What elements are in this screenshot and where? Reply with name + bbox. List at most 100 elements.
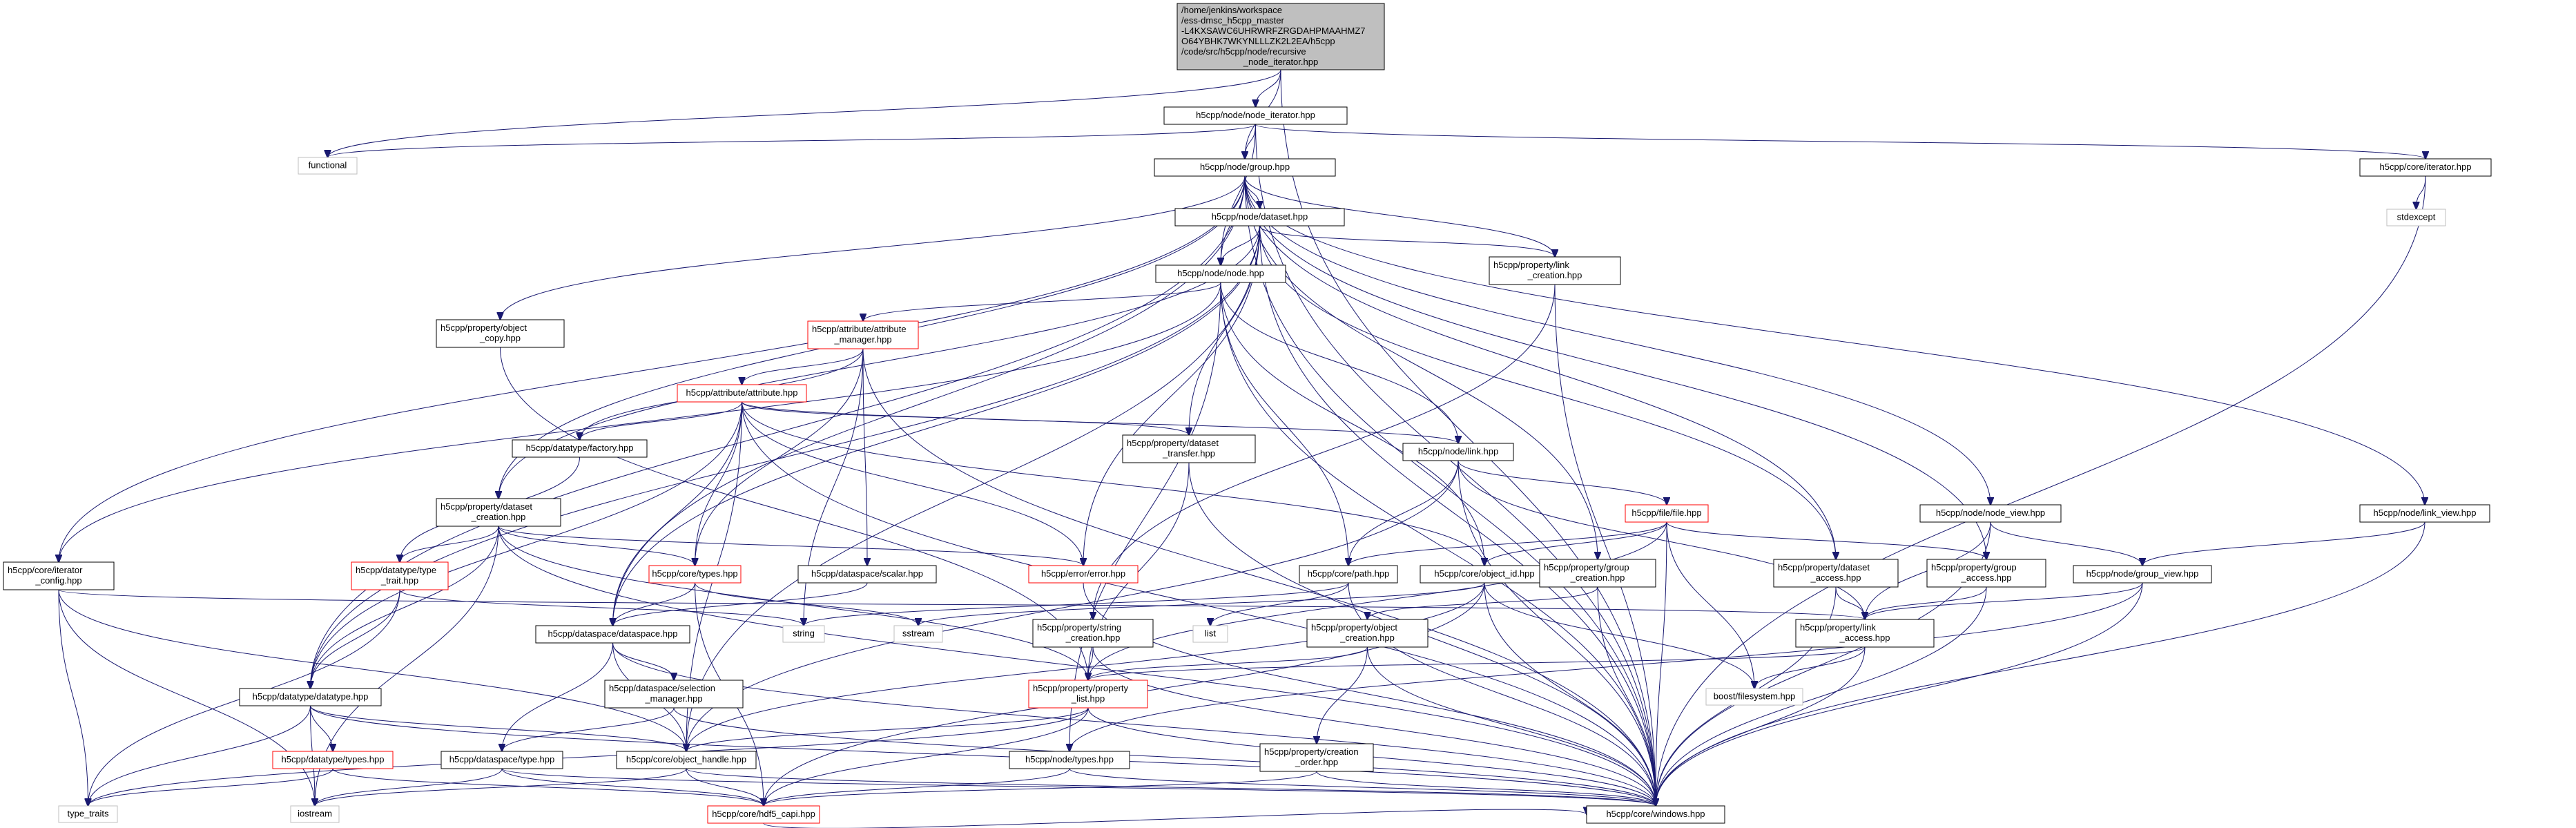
node-dataspace_type[interactable]: h5cpp/dataspace/type.hpp	[440, 751, 563, 769]
edge-attribute-to-core_types	[695, 401, 742, 566]
node-label-object_handle-0: h5cpp/core/object_handle.hpp	[626, 754, 746, 764]
node-label-attribute-0: h5cpp/attribute/attribute.hpp	[686, 387, 798, 398]
node-windows[interactable]: h5cpp/core/windows.hpp	[1586, 805, 1725, 824]
node-box-creation_order	[1259, 743, 1374, 772]
edge-datatype-to-object_handle	[310, 705, 687, 751]
node-box-scalar	[797, 565, 937, 584]
edge-property_list-to-type_traits	[88, 707, 1089, 806]
node-error[interactable]: h5cpp/error/error.hpp	[1028, 565, 1139, 584]
node-group[interactable]: h5cpp/node/group.hpp	[1154, 158, 1336, 177]
edge-property_list-to-hdf5_capi	[764, 707, 1089, 806]
edge-group-to-object_copy	[501, 175, 1246, 320]
edge-link-to-link_access	[1458, 460, 1865, 619]
node-box-group	[1154, 158, 1336, 177]
node-box-link	[1402, 443, 1514, 461]
node-label-selection_manager-1: _manager.hpp	[644, 693, 702, 704]
node-dataspace[interactable]: h5cpp/dataspace/dataspace.hpp	[535, 625, 690, 644]
node-box-root	[1176, 3, 1385, 70]
node-node_view[interactable]: h5cpp/node/node_view.hpp	[1919, 504, 2062, 523]
node-core_types[interactable]: h5cpp/core/types.hpp	[648, 565, 742, 584]
node-string_creation[interactable]: h5cpp/property/string_creation.hpp	[1032, 619, 1154, 648]
node-box-windows	[1586, 805, 1725, 824]
node-box-dataspace	[535, 625, 690, 644]
node-label-link_view-0: h5cpp/node/link_view.hpp	[2374, 508, 2477, 518]
edge-file-to-object_id	[1484, 521, 1667, 566]
edge-object_id-to-object_handle	[686, 582, 1485, 751]
node-box-type_trait	[351, 561, 449, 590]
node-group_view[interactable]: h5cpp/node/group_view.hpp	[2073, 565, 2212, 584]
edge-dataset_access-to-link_access	[1835, 586, 1865, 619]
node-datatype_types[interactable]: h5cpp/datatype/types.hpp	[272, 751, 394, 769]
node-attribute[interactable]: h5cpp/attribute/attribute.hpp	[677, 384, 807, 403]
edge-link_access-to-property_list	[1088, 646, 1866, 680]
node-type_trait[interactable]: h5cpp/datatype/type_trait.hpp	[351, 561, 449, 590]
node-property_list[interactable]: h5cpp/property/property_list.hpp	[1028, 680, 1148, 709]
node-label-node_types-0: h5cpp/node/types.hpp	[1025, 754, 1114, 764]
node-box-iostream	[290, 805, 340, 823]
node-type_traits: type_traits	[58, 805, 118, 823]
node-label-root-0: /home/jenkins/workspace	[1181, 5, 1282, 15]
edge-dataset-to-windows	[1259, 225, 1656, 806]
node-group_access[interactable]: h5cpp/property/group_access.hpp	[1926, 559, 2046, 588]
node-object_handle[interactable]: h5cpp/core/object_handle.hpp	[616, 751, 757, 769]
node-box-object_handle	[616, 751, 757, 769]
node-path[interactable]: h5cpp/core/path.hpp	[1299, 565, 1398, 584]
edge-attribute-to-object_id	[742, 401, 1485, 566]
node-dataset_creation[interactable]: h5cpp/property/dataset_creation.hpp	[436, 498, 561, 527]
node-box-type_traits	[58, 805, 118, 823]
node-box-object_id	[1420, 565, 1549, 584]
edge-object_creation-to-property_list	[1088, 646, 1368, 680]
node-box-string	[782, 625, 825, 643]
node-node_iterator[interactable]: h5cpp/node/node_iterator.hpp	[1163, 106, 1348, 125]
node-datatype[interactable]: h5cpp/datatype/datatype.hpp	[239, 688, 382, 706]
node-box-dataset_creation	[436, 498, 561, 527]
node-label-root-5: _node_iterator.hpp	[1243, 57, 1318, 67]
node-dataset[interactable]: h5cpp/node/dataset.hpp	[1174, 208, 1345, 227]
node-label-functional-0: functional	[309, 160, 347, 171]
edge-link_access-to-boost_filesystem	[1754, 646, 1866, 689]
node-node_types[interactable]: h5cpp/node/types.hpp	[1009, 751, 1130, 769]
node-box-property_list	[1028, 680, 1148, 709]
node-attribute_manager[interactable]: h5cpp/attribute/attribute_manager.hpp	[807, 320, 919, 349]
edge-dataspace_type-to-iostream	[315, 768, 503, 806]
edge-group-to-datatype	[311, 175, 1246, 689]
edge-datatype-to-type_traits	[88, 705, 311, 806]
node-group_creation[interactable]: h5cpp/property/group_creation.hpp	[1539, 559, 1656, 588]
node-file[interactable]: h5cpp/file/file.hpp	[1625, 504, 1709, 523]
node-creation_order[interactable]: h5cpp/property/creation_order.hpp	[1259, 743, 1374, 772]
node-object_creation[interactable]: h5cpp/property/object_creation.hpp	[1306, 619, 1429, 648]
node-label-dataset_transfer-0: h5cpp/property/dataset	[1127, 438, 1219, 448]
node-object_copy[interactable]: h5cpp/property/object_copy.hpp	[436, 319, 565, 348]
node-link[interactable]: h5cpp/node/link.hpp	[1402, 443, 1514, 461]
node-label-dataset_creation-1: _creation.hpp	[471, 512, 526, 522]
edge-type_trait-to-string	[399, 589, 804, 626]
node-link_view[interactable]: h5cpp/node/link_view.hpp	[2359, 504, 2490, 523]
node-box-functional	[298, 157, 358, 175]
edge-group-to-node_view	[1244, 175, 1991, 505]
node-datatype_factory[interactable]: h5cpp/datatype/factory.hpp	[512, 439, 648, 458]
edge-attribute-to-link	[742, 401, 1459, 443]
node-object_id[interactable]: h5cpp/core/object_id.hpp	[1420, 565, 1549, 584]
node-node[interactable]: h5cpp/node/node.hpp	[1155, 264, 1286, 283]
edge-group-to-group_access	[1244, 175, 1986, 559]
edge-group-to-iterator_config	[59, 175, 1246, 562]
edge-node-to-windows	[1220, 282, 1656, 806]
edge-attribute-to-datatype_factory	[580, 401, 742, 440]
edge-dataspace-to-windows	[612, 642, 1656, 806]
node-iterator_config[interactable]: h5cpp/core/iterator_config.hpp	[3, 561, 115, 590]
node-dataset_transfer[interactable]: h5cpp/property/dataset_transfer.hpp	[1122, 434, 1256, 463]
node-box-iterator_config	[3, 561, 115, 590]
edge-dataset_creation-to-type_trait	[400, 526, 499, 562]
edge-group_creation-to-object_creation	[1368, 586, 1598, 619]
node-scalar[interactable]: h5cpp/dataspace/scalar.hpp	[797, 565, 937, 584]
node-link_creation[interactable]: h5cpp/property/link_creation.hpp	[1489, 256, 1621, 285]
edge-dataset_creation-to-windows	[498, 526, 1656, 806]
node-selection_manager[interactable]: h5cpp/dataspace/selection_manager.hpp	[604, 680, 744, 709]
node-dataset_access[interactable]: h5cpp/property/dataset_access.hpp	[1773, 559, 1899, 588]
node-core_iterator[interactable]: h5cpp/core/iterator.hpp	[2359, 158, 2492, 177]
node-link_access[interactable]: h5cpp/property/link_access.hpp	[1795, 619, 1935, 648]
node-root[interactable]: /home/jenkins/workspace/ess-dmsc_h5cpp_m…	[1176, 3, 1385, 70]
edge-attribute-to-windows	[742, 401, 1656, 806]
edge-dataspace-to-dataspace_type	[502, 642, 613, 751]
node-hdf5_capi[interactable]: h5cpp/core/hdf5_capi.hpp	[707, 805, 820, 824]
